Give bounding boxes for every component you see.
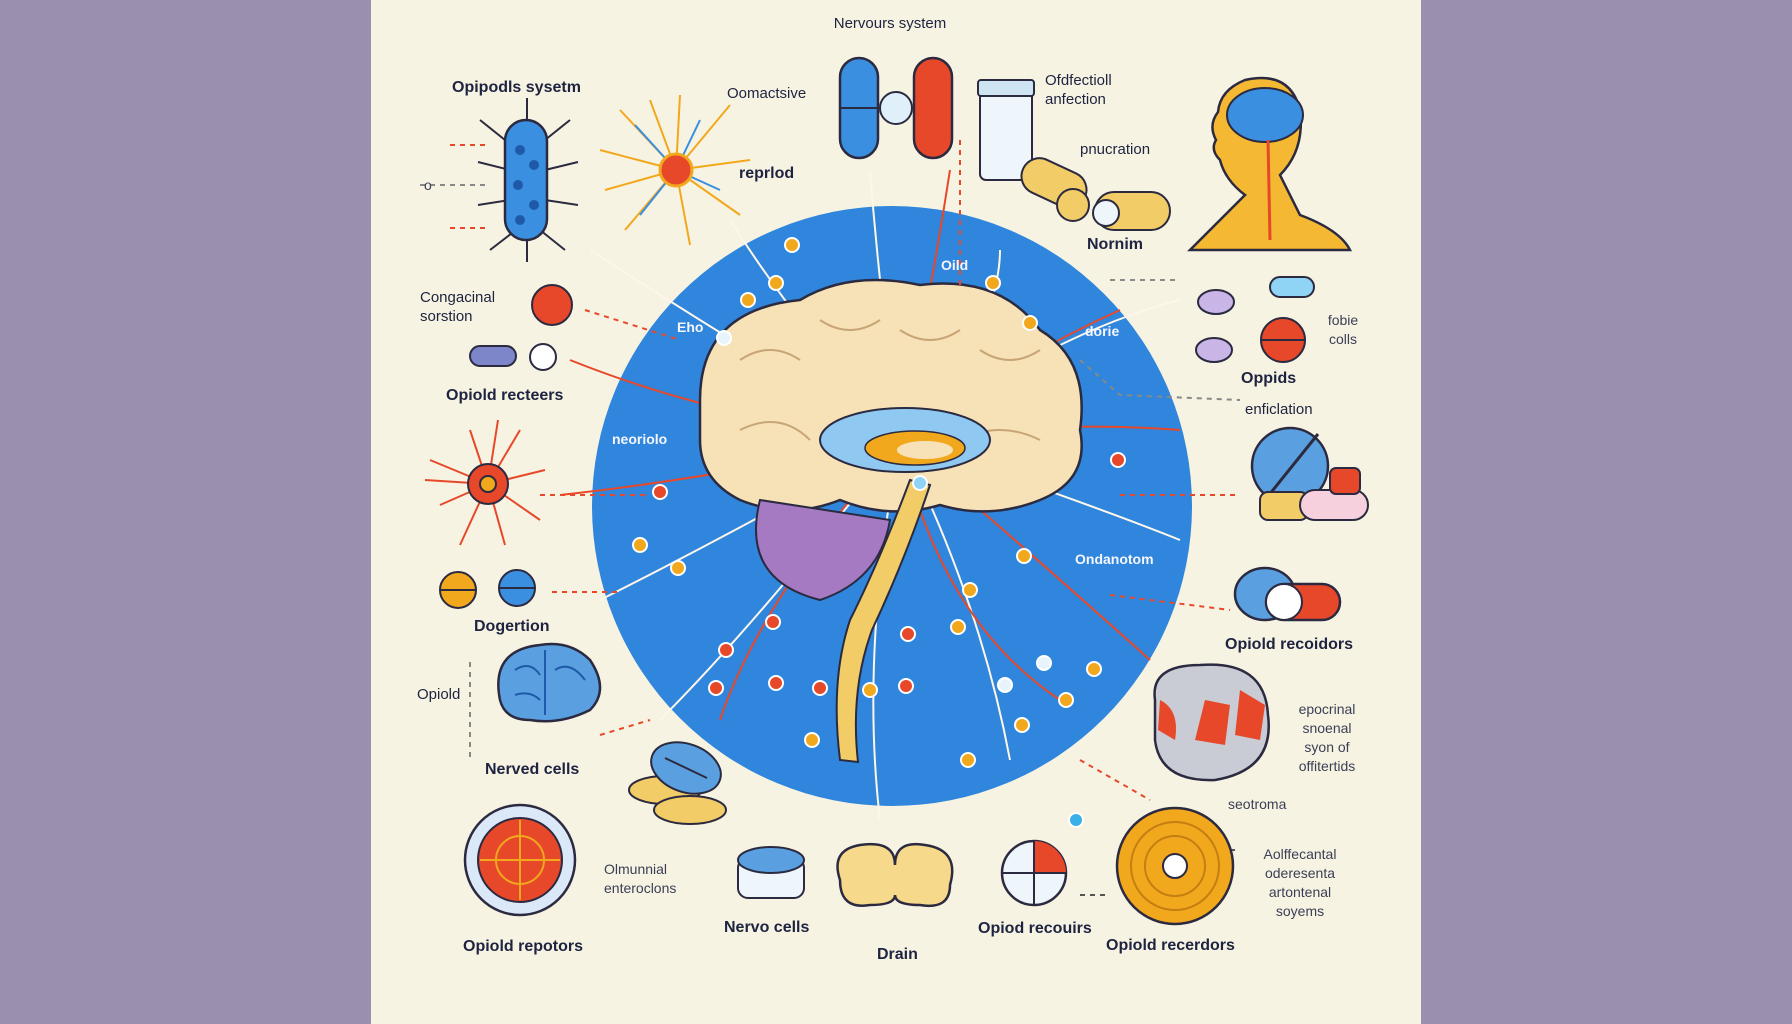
tablet-icon-blue (737, 846, 805, 899)
label-opiold-recerdors: Opiold recerdors (1106, 937, 1235, 954)
brain-cross-section-icon (1153, 663, 1270, 782)
circle-label-ondanotom: Ondanotom (1075, 551, 1154, 567)
receptor-icon-concentric (1115, 806, 1235, 926)
circle-label-neoriolo: neoriolo (612, 431, 668, 447)
label-opioids-system: Opipodls sysetm (452, 79, 581, 96)
label-opiold-left: Opiold (417, 686, 461, 703)
pill-icon-oval-right (1269, 276, 1315, 298)
pill-bottle-icon (977, 79, 1035, 181)
label-seotroma: seotroma (1228, 796, 1287, 812)
label-epocrinal: epocrinal snoenal syon of offitertids (1298, 701, 1356, 774)
label-oomactsive: Oomactsive (727, 85, 807, 102)
label-opiold-repotors: Opiold repotors (463, 938, 583, 955)
spinal-cord-icon (835, 478, 932, 764)
head-profile-icon (1186, 76, 1353, 252)
capsule-icon (838, 56, 954, 160)
label-pnucration: pnucration (1080, 141, 1151, 158)
brain-icon-blue (497, 642, 602, 723)
nerve-nodes (632, 237, 1126, 828)
brain-icon (698, 278, 1083, 602)
label-olmunnial: Olmunnial enteroclons (604, 861, 677, 896)
bacterium-icon (477, 98, 579, 262)
pill-icon-lilac-2 (1195, 337, 1233, 363)
neuron-icon (599, 94, 751, 246)
circle-label-ehe: Eho (677, 319, 704, 335)
receptor-icon-target (463, 803, 577, 917)
label-drain: Drain (877, 946, 918, 963)
tablet-icon-stack (628, 741, 727, 825)
label-nerved-cells: Nerved cells (485, 761, 580, 778)
pill-cluster-icon (1250, 426, 1369, 521)
label-repriod: reprlod (739, 165, 795, 182)
pill-icon-lilac (1197, 289, 1235, 315)
label-nornim: Nornim (1087, 236, 1143, 253)
label-congacinal: Congacinal sorstion (420, 289, 496, 325)
label-nervo-cells: Nervo cells (724, 919, 810, 936)
pill-icon-quarter (1000, 839, 1068, 907)
capsule-icon-right (1233, 566, 1342, 622)
label-dogertion: Dogertion (474, 618, 550, 635)
dashed-connectors (420, 140, 1241, 896)
label-ofdfectioll: Ofdfectioll anfection (1045, 72, 1112, 108)
label-aolffecantal: Aolffecantal oderesenta artontenal soyem… (1263, 846, 1337, 919)
pill-icon-oval (469, 345, 517, 367)
label-enficlation: enficlation (1245, 401, 1313, 418)
pill-icon-orange (531, 284, 573, 326)
circle-label-oild: Oild (941, 257, 969, 273)
label-opipds: Oppids (1241, 370, 1297, 387)
pill-icon-top (1020, 157, 1171, 231)
diagram-title: Nervours system (833, 15, 947, 32)
label-opiod-recouirs: Opiod recouirs (978, 920, 1092, 937)
label-opiold-recoidors: Opiold recoidors (1225, 636, 1354, 653)
label-small-o: o (424, 177, 432, 193)
circle-label-dorie: dorie (1085, 323, 1120, 339)
pill-icon-white (529, 343, 557, 371)
receptor-icon-spiky (424, 419, 546, 546)
label-fobe-cells: fobie colls (1327, 312, 1359, 347)
brain-icon-bottom (836, 842, 954, 908)
label-opioid-receptors-left: Opiold recteers (446, 387, 564, 404)
